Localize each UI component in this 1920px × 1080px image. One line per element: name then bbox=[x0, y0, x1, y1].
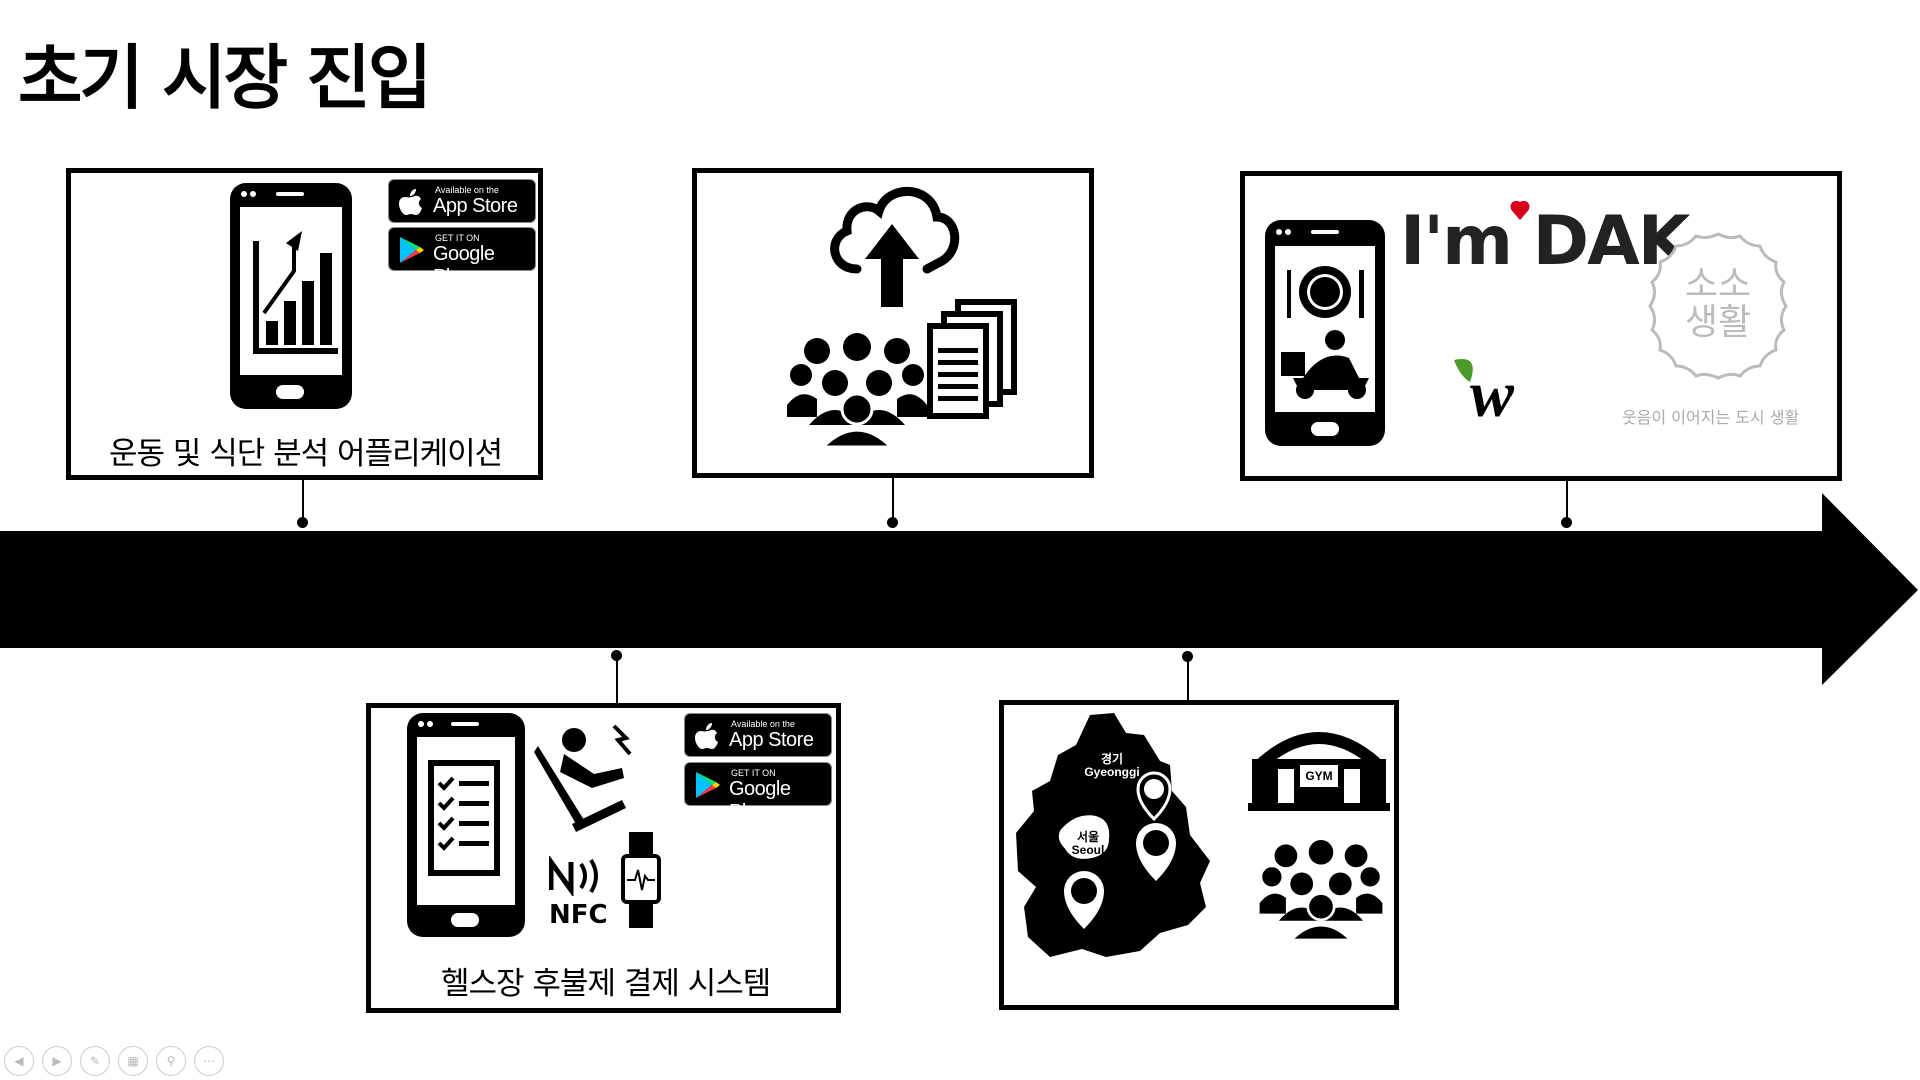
map-pin-1 bbox=[1136, 771, 1172, 822]
nfc-label: NFC bbox=[549, 900, 608, 930]
connector-dot-stage1 bbox=[297, 517, 308, 528]
connector-stage4 bbox=[616, 655, 618, 703]
map-label-gyeonggi: 경기 Gyeonggi bbox=[1084, 752, 1140, 779]
google-play-badge[interactable]: GET IT ON Google Play bbox=[388, 227, 536, 288]
connector-stage1 bbox=[302, 478, 304, 522]
map-pin-3 bbox=[1064, 871, 1104, 929]
nfc-icon bbox=[548, 854, 609, 900]
stage2-box bbox=[692, 168, 1094, 478]
map-icon: 경기 Gyeonggi 서울 Seoul bbox=[1010, 711, 1220, 971]
sosa-seal-label: 소소 생활 bbox=[1684, 264, 1752, 343]
app-store-badge[interactable]: Available on the App Store bbox=[388, 179, 536, 223]
imdak-logo: I'm DAK bbox=[1400, 202, 1690, 281]
stage1-box: Available on the App Store GET IT ON Goo… bbox=[66, 168, 543, 480]
google-play-badge[interactable]: GET IT ON Google Play bbox=[684, 762, 832, 823]
slide-title: 초기 시장 진입 bbox=[18, 37, 432, 119]
sosa-logo: 소소 생활 bbox=[1640, 228, 1796, 388]
w-logo: w bbox=[1450, 356, 1550, 431]
connector-stage5 bbox=[1187, 656, 1189, 702]
stage1-caption: 운동 및 식단 분석 어플리케이션 bbox=[109, 436, 503, 472]
connector-dot-stage2 bbox=[887, 517, 898, 528]
cloud-upload-icon bbox=[817, 179, 967, 313]
next-icon[interactable]: ▶ bbox=[42, 1046, 72, 1076]
more-icon[interactable]: ⋯ bbox=[194, 1046, 224, 1076]
phone-checklist-icon bbox=[405, 711, 527, 943]
stage5-box: 경기 Gyeonggi 서울 Seoul GYM bbox=[999, 700, 1399, 1010]
gym-building-icon: GYM bbox=[1248, 723, 1390, 817]
gym-label: GYM bbox=[1305, 769, 1333, 783]
documents-icon bbox=[922, 298, 1022, 432]
phone-food-delivery-icon bbox=[1263, 218, 1387, 452]
prev-icon[interactable]: ◀ bbox=[4, 1046, 34, 1076]
stage4-box: NFC Available on the App Store GET IT ON… bbox=[366, 703, 841, 1013]
slides-icon[interactable]: ▦ bbox=[118, 1046, 148, 1076]
map-pin-2 bbox=[1136, 823, 1176, 881]
apple-icon bbox=[695, 723, 718, 749]
crowd-icon bbox=[787, 333, 927, 451]
svg-text:w: w bbox=[1470, 358, 1515, 426]
google-play-icon bbox=[400, 237, 424, 263]
zoom-icon[interactable]: ⚲ bbox=[156, 1046, 186, 1076]
exercise-machine-icon bbox=[534, 724, 646, 838]
apple-icon bbox=[399, 189, 422, 215]
phone-analytics-icon bbox=[228, 181, 354, 411]
pen-icon[interactable]: ✎ bbox=[80, 1046, 110, 1076]
imdak-accent-icon bbox=[1510, 200, 1530, 220]
smartwatch-icon bbox=[621, 832, 661, 932]
stage3-box: I'm DAK w 소소 생활 bbox=[1240, 171, 1842, 481]
sosa-tagline: 웃음이 이어지는 도시 생활 bbox=[1622, 408, 1800, 427]
map-label-seoul: 서울 Seoul bbox=[1071, 830, 1105, 857]
timeline-arrow bbox=[0, 493, 1918, 685]
app-store-badge[interactable]: Available on the App Store bbox=[684, 713, 832, 757]
connector-stage3 bbox=[1566, 480, 1568, 522]
crowd-icon bbox=[1258, 840, 1384, 944]
connector-stage2 bbox=[892, 474, 894, 522]
connector-dot-stage3 bbox=[1561, 517, 1572, 528]
google-play-icon bbox=[696, 772, 720, 798]
stage4-caption: 헬스장 후불제 결제 시스템 bbox=[441, 966, 771, 1002]
presentation-controls: ◀ ▶ ✎ ▦ ⚲ ⋯ bbox=[4, 1046, 224, 1076]
